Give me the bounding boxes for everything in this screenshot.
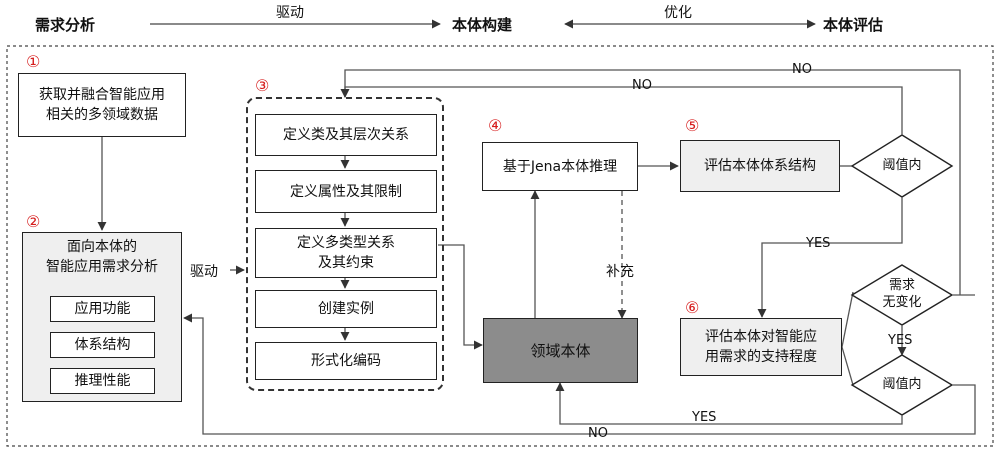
step-number-2: ② bbox=[26, 212, 41, 231]
step-number-4: ④ bbox=[488, 116, 503, 135]
yes-label-bottom: YES bbox=[692, 410, 717, 425]
step3-container bbox=[246, 97, 444, 391]
diamond-no-change-label: 需求 无变化 bbox=[882, 278, 922, 310]
step3-item-properties: 定义属性及其限制 bbox=[255, 170, 437, 213]
step-number-1: ① bbox=[26, 52, 41, 71]
step-number-3: ③ bbox=[255, 76, 270, 95]
stage-construction: 本体构建 bbox=[452, 16, 513, 34]
stage-drive-label: 驱动 bbox=[276, 5, 304, 21]
step-number-5: ⑤ bbox=[685, 116, 700, 135]
step-number-6: ⑥ bbox=[685, 298, 700, 317]
stage-evaluation: 本体评估 bbox=[823, 16, 884, 34]
step5-box: 评估本体体系结构 bbox=[680, 140, 840, 192]
drive-label: 驱动 bbox=[190, 264, 218, 280]
no-label-inner: NO bbox=[632, 78, 652, 93]
no-label-bottom: NO bbox=[588, 426, 608, 441]
step3-item-relations: 定义多类型关系 及其约束 bbox=[255, 228, 437, 278]
step2-item-architecture: 体系结构 bbox=[50, 332, 155, 358]
supplement-label: 补充 bbox=[606, 264, 634, 280]
step3-item-instances: 创建实例 bbox=[255, 290, 437, 328]
no-label-outer: NO bbox=[792, 62, 812, 77]
stage-requirement: 需求分析 bbox=[35, 16, 96, 34]
step2-title: 面向本体的 智能应用需求分析 bbox=[46, 239, 158, 275]
step6-box: 评估本体对智能应 用需求的支持程度 bbox=[680, 318, 842, 376]
step3-item-encoding: 形式化编码 bbox=[255, 342, 437, 380]
diamond-threshold-top-label: 阈值内 bbox=[882, 158, 922, 173]
step4-box: 基于Jena本体推理 bbox=[482, 142, 638, 191]
yes-label-middle: YES bbox=[888, 333, 913, 348]
step3-item-classes: 定义类及其层次关系 bbox=[255, 114, 437, 156]
yes-label-top: YES bbox=[806, 236, 831, 251]
outer-frame bbox=[6, 45, 994, 447]
step1-box: 获取并融合智能应用 相关的多领域数据 bbox=[18, 73, 186, 137]
stage-optimize-label: 优化 bbox=[664, 5, 692, 21]
domain-ontology-box: 领域本体 bbox=[483, 318, 638, 383]
step2-item-reasoning: 推理性能 bbox=[50, 368, 155, 394]
step2-item-functions: 应用功能 bbox=[50, 296, 155, 322]
diamond-threshold-bottom-label: 阈值内 bbox=[882, 377, 922, 392]
